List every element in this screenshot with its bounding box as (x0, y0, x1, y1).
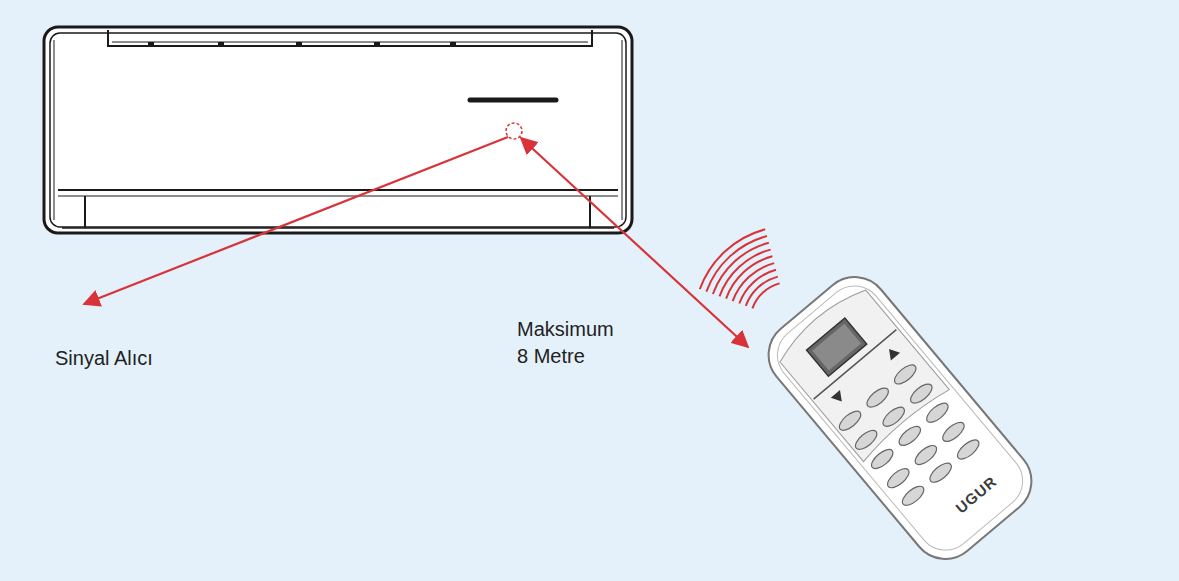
remote-control (755, 263, 1046, 573)
signal-wave (746, 277, 778, 306)
remote-button (899, 483, 927, 509)
signal-wave (752, 283, 779, 308)
remote-button (852, 427, 880, 453)
distance-label: Maksimum 8 Metre (517, 316, 629, 370)
signal-waves (700, 229, 780, 308)
remote-button (884, 465, 912, 491)
signal-wave (700, 229, 765, 289)
signal-wave (713, 243, 769, 294)
indoor-unit (44, 27, 632, 233)
remote-button (836, 408, 864, 434)
remote-button (880, 404, 908, 430)
remote-button (924, 400, 952, 426)
remote-button (912, 442, 940, 468)
part-label: Sinyal Alıcı (55, 345, 215, 372)
remote-button (896, 423, 924, 449)
signal-wave (706, 236, 767, 292)
remote-button (907, 381, 935, 407)
signal-wave (739, 270, 776, 304)
signal-receiver (506, 123, 522, 139)
remote-button (891, 361, 919, 387)
remote-button (927, 460, 955, 486)
leader-line (84, 137, 508, 304)
remote-button (868, 446, 896, 472)
remote-button (940, 419, 968, 445)
remote-button (954, 437, 982, 463)
distance-arrow (521, 138, 748, 347)
signal-wave (733, 263, 775, 301)
remote-button (864, 385, 892, 411)
signal-wave (720, 250, 771, 297)
